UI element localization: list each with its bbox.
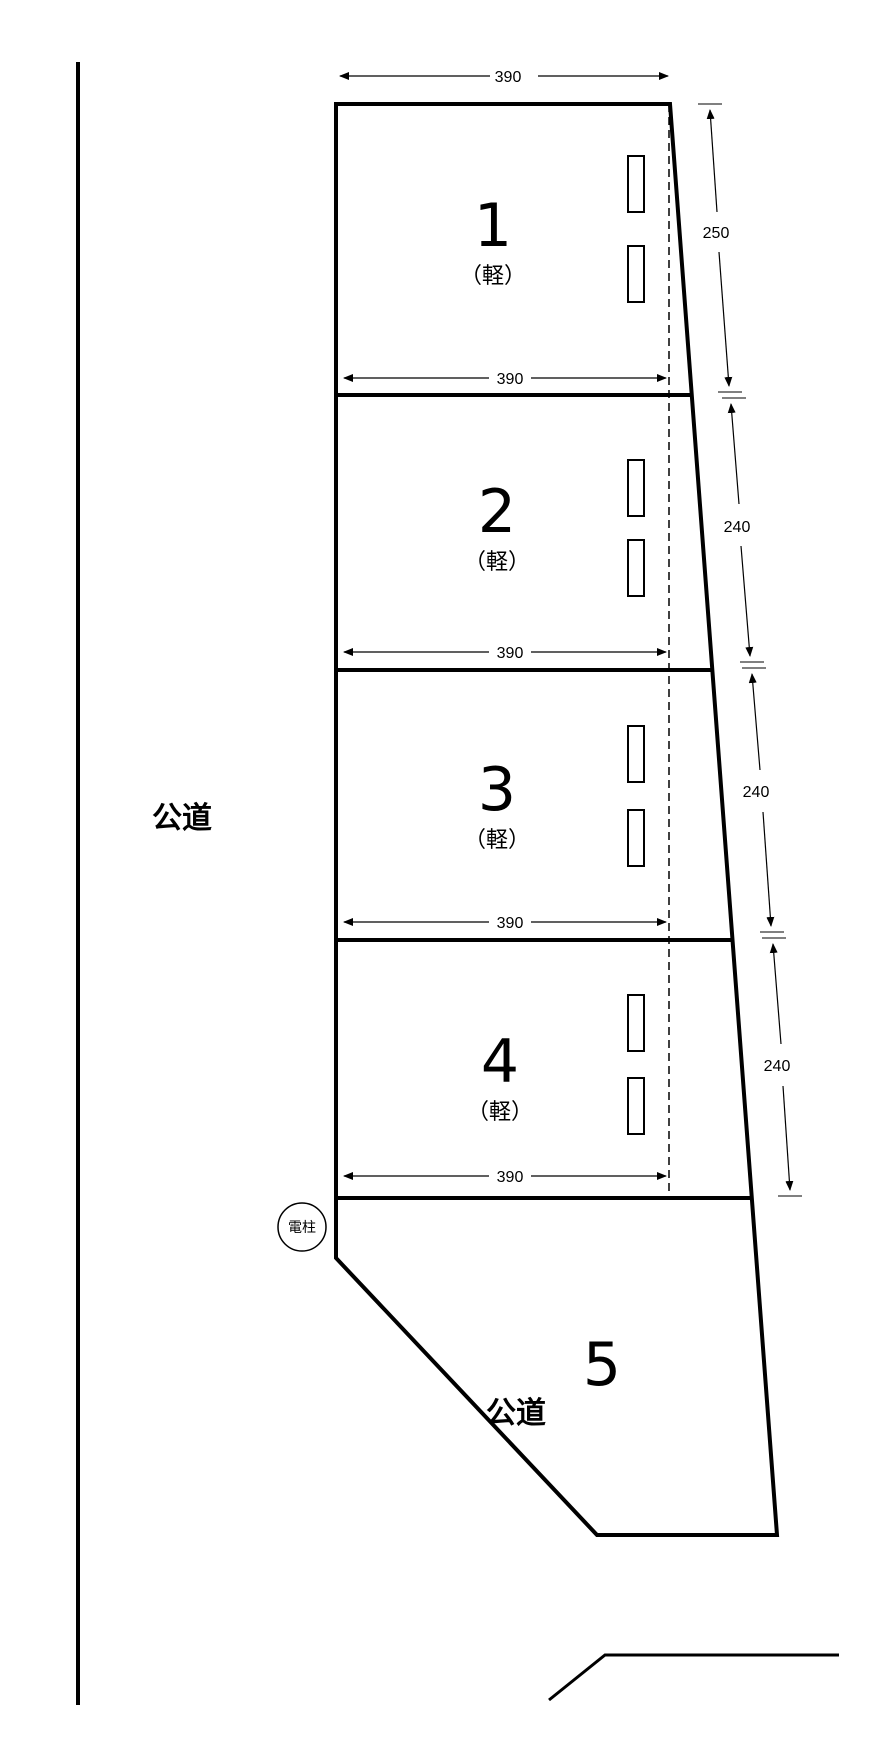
dimension-arrow [782,1085,794,1191]
depth-2-label: 240 [724,519,751,536]
top-width-dimension: 390 [339,69,669,86]
wheel-stop [627,539,645,597]
row-4-width-label: 390 [497,1169,524,1186]
utility-pole-label: 電柱 [288,1220,316,1236]
dimension-arrow [748,673,761,771]
dimension-arrow [762,811,775,927]
wheel-stop [627,725,645,783]
space-3-number: 3 [478,755,516,825]
space-4-number: 4 [481,1027,519,1097]
utility-pole: 電柱 [277,1202,327,1252]
dimension-arrow [740,545,754,657]
space-1-number: 1 [474,191,512,261]
top-width-label: 390 [495,69,522,86]
wheel-stop [627,994,645,1052]
depth-dimension: 250 [698,103,742,393]
depth-1-label: 250 [703,225,730,242]
wheel-stop [627,809,645,867]
utility-pole-circle [277,1202,327,1252]
space-1-type: （軽） [460,264,526,289]
row-2-width-label: 390 [497,645,524,662]
wheel-stop [627,459,645,517]
space-3-type: （軽） [464,828,530,853]
space-5-number: 5 [583,1330,621,1400]
wheel-stops [627,155,645,1135]
row-1-width-label: 390 [497,371,524,388]
depth-dimension: 240 [742,667,784,933]
lot-outline [334,102,780,1537]
depth-dimension: 240 [722,397,764,663]
left-road-label: 公道 [152,801,212,836]
depth-3-label: 240 [743,784,770,801]
space-2-number: 2 [478,477,516,547]
dimension-arrow [727,403,740,505]
row-width-dimension: 390 [343,1166,667,1186]
wheel-stop [627,1077,645,1135]
dimension-arrow [769,943,782,1045]
space-4-type: （軽） [467,1100,533,1125]
row-3-width-label: 390 [497,915,524,932]
wheel-stop [627,245,645,303]
row-width-dimension: 390 [343,368,667,388]
dimension-arrow [706,109,718,213]
row-width-dimension: 390 [343,642,667,662]
depth-dimension: 240 [762,937,802,1197]
bottom-road-edge [548,1653,839,1702]
depth-4-label: 240 [764,1058,791,1075]
row-width-dimension: 390 [343,912,667,932]
space-2-type: （軽） [464,550,530,575]
wheel-stop [627,155,645,213]
dimension-arrow [718,251,733,387]
